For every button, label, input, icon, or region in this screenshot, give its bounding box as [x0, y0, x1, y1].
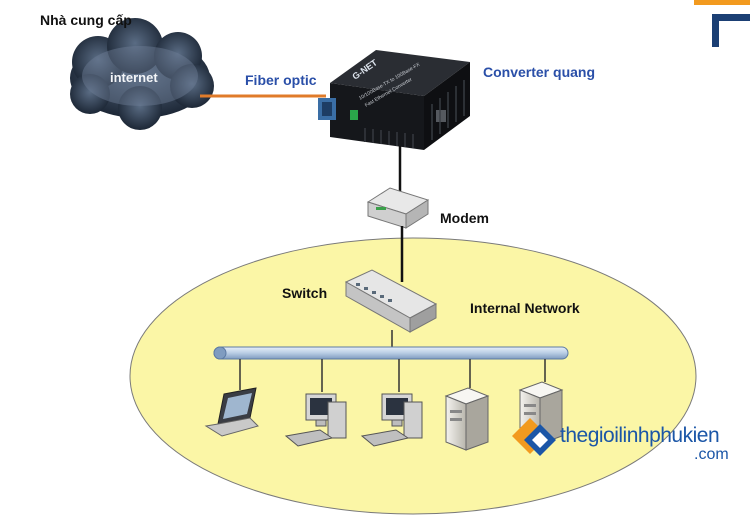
laptop-icon [204, 387, 259, 437]
modem-label: Modem [440, 210, 489, 226]
switch-icon [344, 269, 438, 333]
switch-label: Switch [282, 285, 328, 301]
converter-label: Converter quang [483, 64, 596, 80]
internal-network-zone [129, 237, 697, 515]
desktop-pc-icon [360, 393, 423, 447]
server-icon [444, 387, 490, 451]
corner-decoration [694, 0, 750, 47]
modem-icon [366, 187, 430, 229]
drop-cables [239, 359, 546, 392]
watermark-suffix: .com [694, 446, 729, 463]
brand-logo-icon [512, 418, 556, 456]
internet-label: internet [110, 70, 158, 85]
media-converter-device: G-NET 10/100Base-TX to 100Base-FX Fast E… [318, 50, 470, 150]
provider-label: Nhà cung cấp [40, 12, 132, 28]
fiber-optic-label: Fiber optic [245, 72, 317, 88]
watermark-text: thegioilinhphukien [560, 424, 720, 447]
internal-network-label: Internal Network [470, 300, 580, 316]
desktop-pc-icon [284, 393, 347, 447]
network-bus [213, 346, 569, 360]
internet-cloud-icon [70, 18, 214, 130]
